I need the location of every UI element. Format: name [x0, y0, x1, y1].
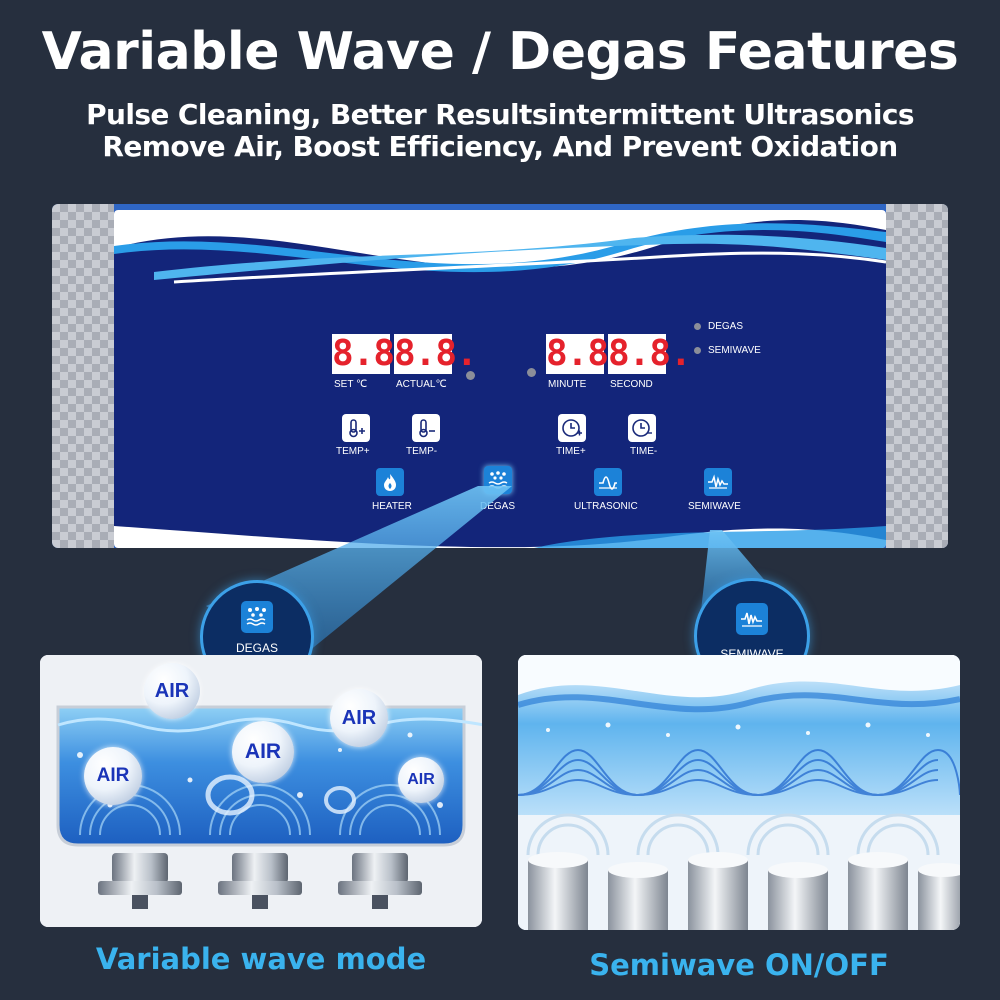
left-steel-strip [52, 204, 114, 548]
degas-zoom-label: DEGAS [235, 641, 278, 655]
degas-label: DEGAS [480, 501, 516, 512]
degas-indicator-label: DEGAS [708, 321, 744, 332]
ultrasonic-button[interactable] [594, 468, 622, 496]
air-bubble: AIR [398, 757, 444, 803]
air-bubble: AIR [144, 663, 200, 719]
clock-plus-icon [562, 419, 582, 437]
minute-label: MINUTE [548, 379, 587, 390]
time-plus-label: TIME+ [556, 446, 586, 457]
panel-face: 8.8. 8.8. 8.8. 8.8. SET ℃ ACTUAL℃ MINUTE… [114, 210, 886, 548]
thermometer-minus-icon [419, 419, 435, 438]
subtitle-line-2: Remove Air, Boost Efficiency, And Preven… [102, 130, 898, 163]
time-minus-button[interactable] [628, 414, 656, 442]
semiwave-pulse-icon [741, 612, 762, 627]
temp-minus-label: TEMP- [406, 446, 438, 457]
degas-indicator-led [694, 323, 701, 330]
page-title: Variable Wave / Degas Features [41, 22, 959, 82]
temp-plus-button[interactable] [342, 414, 370, 442]
time-minus-label: TIME- [630, 446, 658, 457]
air-bubble: AIR [232, 721, 294, 783]
time-plus-button[interactable] [558, 414, 586, 442]
semiwave-indicator-led [694, 347, 701, 354]
flame-icon [384, 474, 396, 491]
temp-minus-button[interactable] [412, 414, 440, 442]
semiwave-graphic [518, 655, 960, 930]
ultrasonic-label: ULTRASONIC [574, 501, 638, 512]
set-temp-label: SET ℃ [334, 379, 368, 390]
right-steel-strip [886, 204, 948, 548]
temp-plus-label: TEMP+ [336, 446, 370, 457]
air-bubble: AIR [330, 689, 388, 747]
ultrasonic-wave-icon [599, 476, 617, 490]
air-bubble: AIR [84, 747, 142, 805]
variable-wave-caption: Variable wave mode [95, 942, 427, 976]
heater-label: HEATER [372, 501, 412, 512]
semiwave-zoom-button [736, 603, 768, 635]
semiwave-pulse-icon [708, 474, 728, 489]
control-panel: 8.8. 8.8. 8.8. 8.8. SET ℃ ACTUAL℃ MINUTE… [52, 204, 948, 548]
semiwave-label: SEMIWAVE [688, 501, 741, 512]
thermometer-plus-icon [349, 419, 365, 438]
degas-zoom-button [241, 601, 273, 633]
semiwave-illustration [518, 655, 960, 930]
clock-minus-icon [632, 419, 652, 437]
time-indicator-dot [527, 368, 536, 377]
heater-button[interactable] [376, 468, 404, 496]
subtitle-line-1: Pulse Cleaning, Better Resultsintermitte… [86, 98, 914, 131]
second-label: SECOND [610, 379, 653, 390]
actual-temp-label: ACTUAL℃ [396, 379, 447, 390]
degas-bubbles-icon [246, 607, 266, 626]
semiwave-indicator-label: SEMIWAVE [708, 345, 761, 356]
semiwave-caption: Semiwave ON/OFF [589, 948, 889, 982]
panel-wave-decoration [114, 210, 886, 548]
temp-indicator-dot [466, 371, 475, 380]
semiwave-button[interactable] [704, 468, 732, 496]
tank-illustration: AIR AIR AIR AIR AIR [40, 655, 482, 927]
